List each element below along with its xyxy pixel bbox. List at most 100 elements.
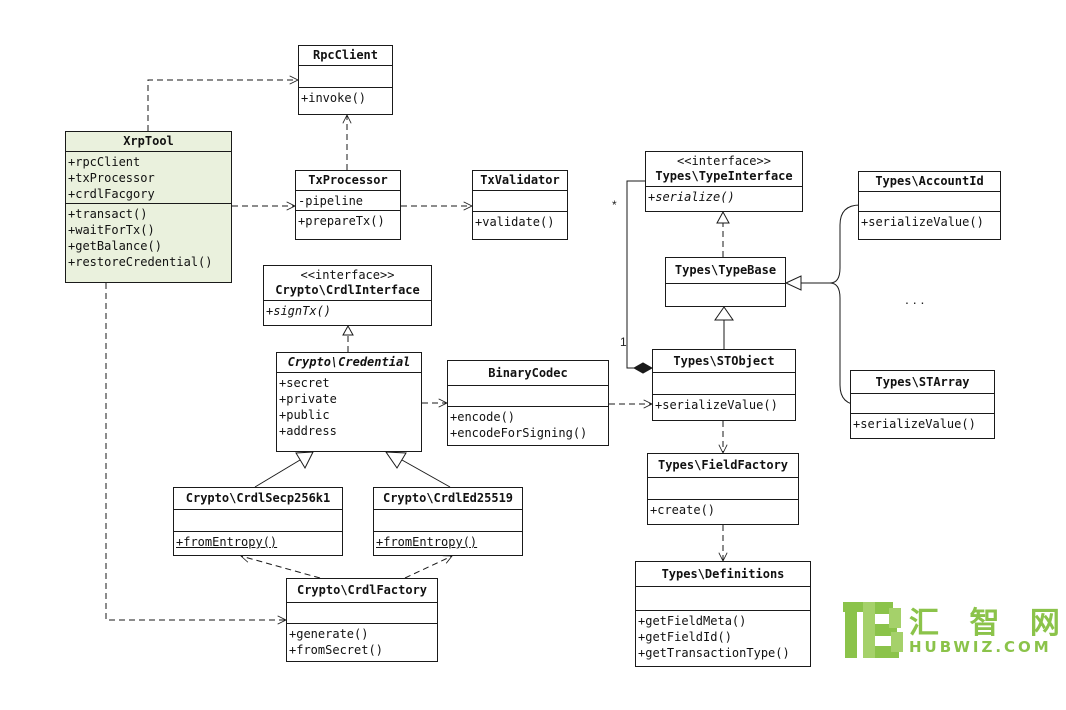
methods-section: +serializeValue() (653, 394, 795, 414)
dep-xrptool-rpcclient (147, 80, 298, 131)
methods-section: +create() (648, 499, 798, 519)
field: +txProcessor (68, 171, 155, 185)
class-accountid: Types\AccountId +serializeValue() (858, 171, 1001, 240)
class-crdlfactory: Crypto\CrdlFactory +generate() +fromSecr… (286, 578, 438, 662)
multiplicity-one: 1 (620, 335, 627, 349)
class-name: Types\TypeBase (674, 263, 777, 277)
gen-secp-credential (254, 459, 301, 488)
method: +waitForTx() (68, 223, 155, 237)
method: +validate() (475, 215, 555, 229)
method: +serializeValue() (861, 215, 984, 229)
fields-section (851, 393, 994, 413)
dep-xrptool-crdlfactory (105, 283, 286, 620)
methods-section: +signTx() (264, 300, 431, 320)
methods-section: +getFieldMeta() +getFieldId() +getTransa… (636, 610, 810, 662)
methods-section: +serializeValue() (859, 211, 1000, 231)
fields-section (299, 65, 392, 87)
method: +serialize() (648, 190, 735, 204)
dep-crdlfactory-ed (404, 556, 452, 579)
method: +getFieldId() (638, 630, 732, 644)
class-name: XrpTool (123, 134, 174, 148)
class-stobject: Types\STObject +serializeValue() (652, 349, 796, 421)
fields-section (448, 385, 608, 406)
method: +getBalance() (68, 239, 162, 253)
class-name: TxProcessor (308, 173, 388, 187)
method: +signTx() (266, 304, 332, 318)
class-txvalidator: TxValidator +validate() (472, 170, 568, 240)
class-name: Crypto\Credential (287, 355, 411, 369)
class-name: Types\STObject (673, 354, 775, 368)
methods-section: +invoke() (299, 87, 392, 107)
methods-section: +encode() +encodeForSigning() (448, 406, 608, 442)
methods-section: +validate() (473, 211, 567, 231)
fields-section (174, 509, 342, 531)
fields-section (666, 283, 785, 307)
brace-right (829, 204, 861, 406)
field: +address (279, 424, 337, 438)
method: +encode() (450, 410, 516, 424)
method: +create() (650, 503, 716, 517)
field: -pipeline (298, 194, 364, 208)
field: +secret (279, 376, 330, 390)
fields-section: +rpcClient +txProcessor +crdlFacgory (66, 151, 231, 203)
class-definitions: Types\Definitions +getFieldMeta() +getFi… (635, 561, 811, 667)
more-types-ellipsis: . . . (905, 291, 925, 307)
class-name: TxValidator (480, 173, 560, 187)
method: +encodeForSigning() (450, 426, 588, 440)
class-crdlinterface: <<interface>> Crypto\CrdlInterface +sign… (263, 265, 432, 326)
fields-section (636, 586, 810, 610)
class-starray: Types\STArray +serializeValue() (850, 370, 995, 439)
method: +transact() (68, 207, 148, 221)
class-name: Crypto\CrdlEd25519 (382, 491, 514, 505)
class-crdled25519: Crypto\CrdlEd25519 +fromEntropy() (373, 487, 523, 556)
method: +getFieldMeta() (638, 614, 747, 628)
stereotype: <<interface>> (300, 268, 395, 282)
class-name: Crypto\CrdlInterface (275, 283, 420, 297)
fields-section (374, 509, 522, 531)
method: +generate() (289, 627, 369, 641)
class-xrptool: XrpTool +rpcClient +txProcessor +crdlFac… (65, 131, 232, 283)
method: +restoreCredential() (68, 255, 213, 269)
class-rpcclient: RpcClient +invoke() (298, 45, 393, 115)
field: +rpcClient (68, 155, 141, 169)
class-name: Crypto\CrdlSecp256k1 (185, 491, 331, 505)
field: +public (279, 408, 330, 422)
class-typeinterface: <<interface>> Types\TypeInterface +seria… (645, 151, 803, 212)
method: +getTransactionType() (638, 646, 790, 660)
field: +crdlFacgory (68, 187, 155, 201)
methods-section: +prepareTx() (296, 210, 400, 230)
fields-section (653, 372, 795, 394)
method: +fromSecret() (289, 643, 383, 657)
methods-section: +serialize() (646, 186, 802, 206)
class-name: BinaryCodec (488, 366, 568, 380)
gen-ed-credential (401, 459, 451, 488)
methods-section: +fromEntropy() (374, 531, 522, 551)
method: +invoke() (301, 91, 367, 105)
methods-section: +transact() +waitForTx() +getBalance() +… (66, 203, 231, 271)
class-name: Types\AccountId (875, 174, 984, 188)
method: +prepareTx() (298, 214, 385, 228)
class-typebase: Types\TypeBase (665, 257, 786, 307)
dep-crdlfactory-secp (241, 556, 321, 579)
fields-section: -pipeline (296, 190, 400, 210)
method: +fromEntropy() (376, 535, 478, 549)
fields-section: +secret +private +public +address (277, 372, 421, 440)
class-name: Types\TypeInterface (655, 169, 793, 183)
class-name: Types\Definitions (661, 567, 785, 581)
hubwiz-logo: 汇 智 网 HUBWIZ.COM (843, 596, 1060, 662)
methods-section: +fromEntropy() (174, 531, 342, 551)
fields-section (648, 477, 798, 499)
fields-section (473, 190, 567, 211)
class-binarycodec: BinaryCodec +encode() +encodeForSigning(… (447, 360, 609, 446)
method: +serializeValue() (655, 398, 778, 412)
method: +fromEntropy() (176, 535, 278, 549)
field: +private (279, 392, 337, 406)
class-name: Types\STArray (875, 375, 970, 389)
fields-section (859, 191, 1000, 211)
class-name: Types\FieldFactory (657, 458, 789, 472)
class-fieldfactory: Types\FieldFactory +create() (647, 453, 799, 525)
logo-chinese-text: 汇 智 网 (909, 606, 1066, 641)
logo-english-text: HUBWIZ.COM (909, 638, 1052, 656)
